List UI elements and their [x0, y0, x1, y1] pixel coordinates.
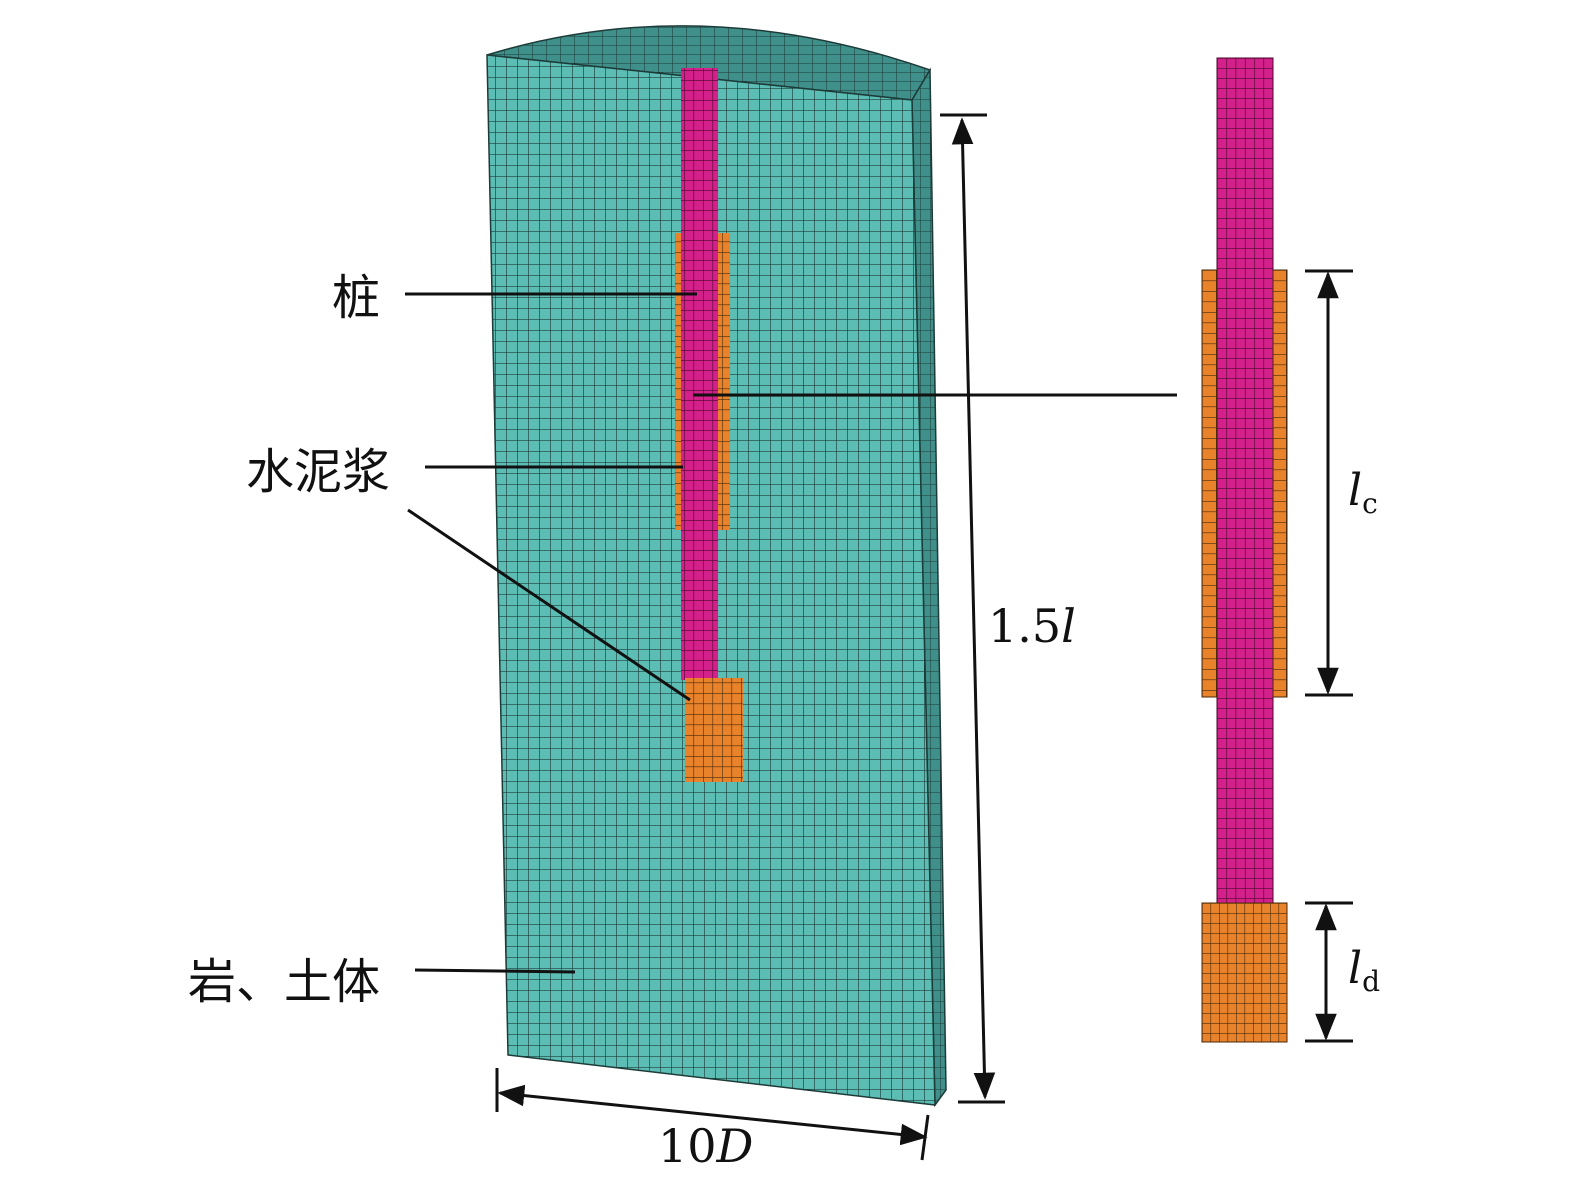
grout-base	[685, 678, 743, 782]
grout-label: 水泥浆	[246, 444, 390, 500]
detail-grout-left	[1201, 269, 1218, 698]
width-label: 10D	[658, 1119, 753, 1173]
ld-label: ld	[1348, 943, 1380, 998]
width-dimension-arrow	[497, 1084, 928, 1146]
pile-column	[681, 68, 718, 680]
height-label: 1.5l	[988, 599, 1076, 653]
rock-soil-label: 岩、土体	[188, 954, 380, 1010]
detail-pile	[1216, 57, 1274, 906]
height-dimension-arrow	[951, 117, 996, 1100]
pile-label: 桩	[332, 270, 380, 326]
detail-grout-right	[1272, 269, 1288, 698]
soil-leader	[414, 968, 576, 974]
grout-base-leader	[407, 508, 691, 702]
detail-grout-base	[1201, 902, 1288, 1043]
lc-label: lc	[1348, 465, 1378, 520]
soil-top-cap	[486, 25, 932, 101]
pile-detail	[1201, 57, 1288, 1043]
